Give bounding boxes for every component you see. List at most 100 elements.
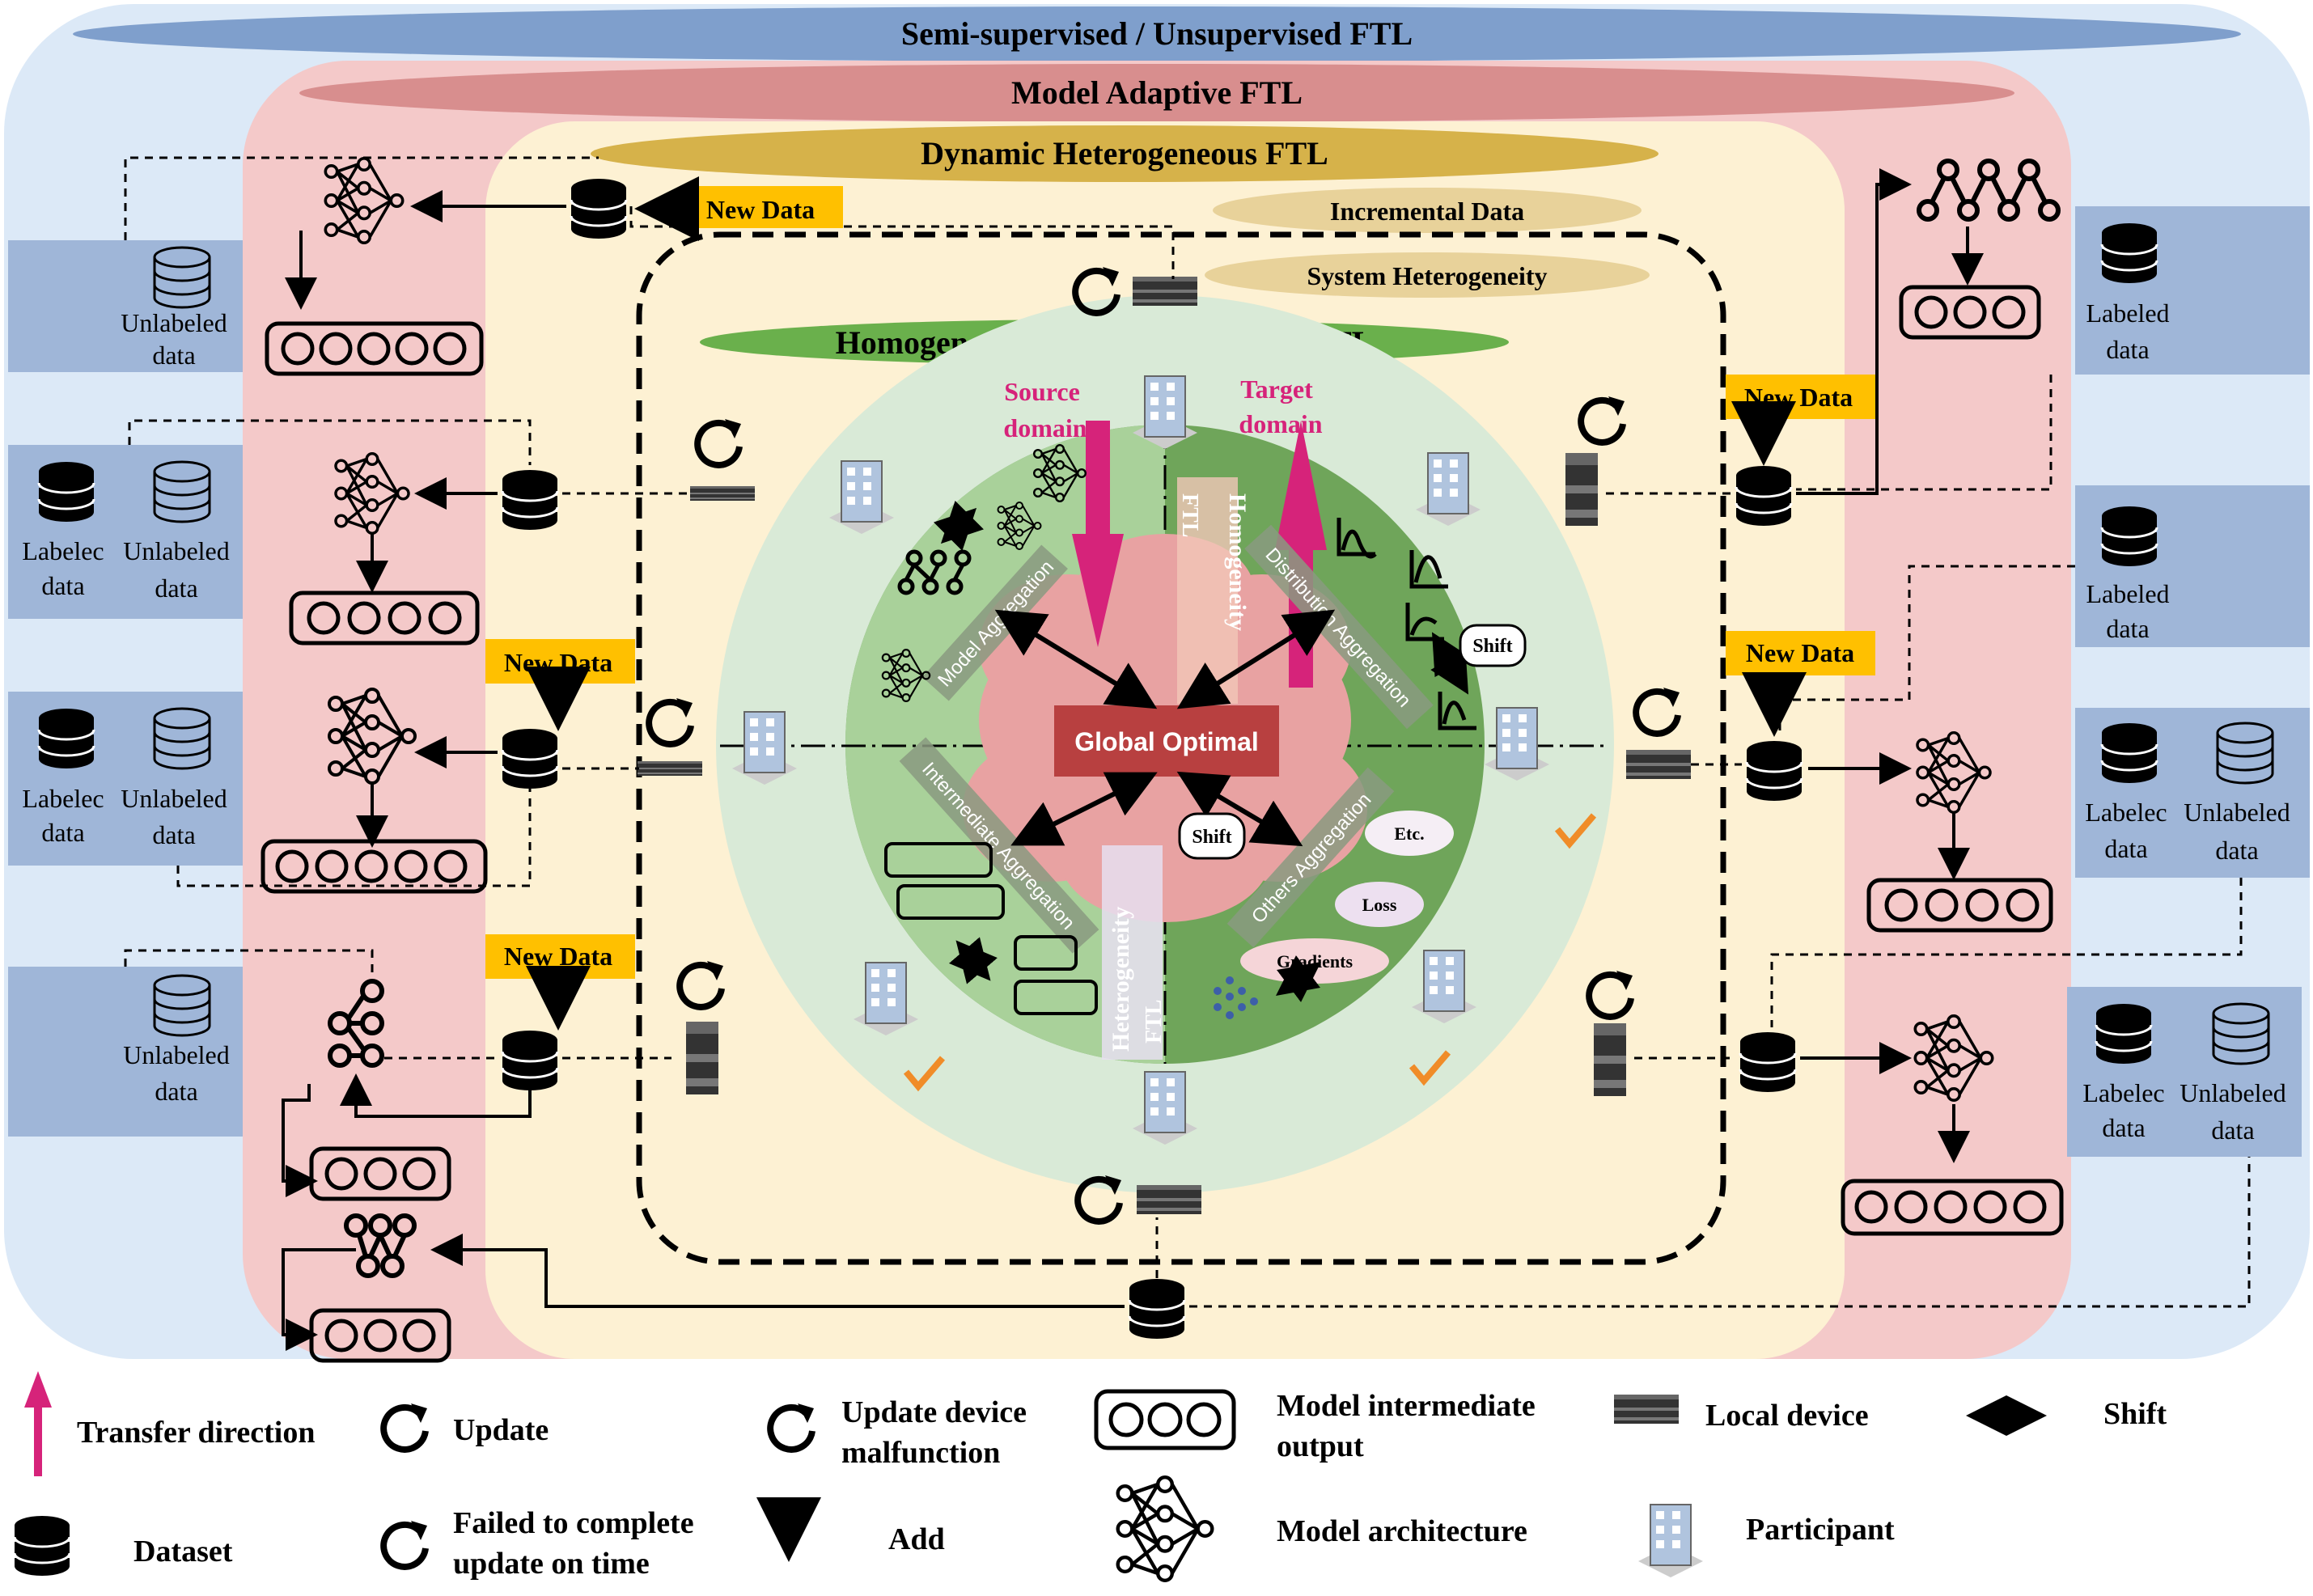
device-icon-right-3: [1594, 1023, 1626, 1096]
device-icon-right-2: [1626, 750, 1691, 779]
legend-update-label: Update: [453, 1413, 549, 1447]
labeled-label-right-1: Labeled: [2086, 298, 2169, 328]
dataset-icon-left-3a: [37, 707, 95, 770]
dataset-icon-flow-left-1: [570, 177, 628, 240]
legend-transfer-direction-label: Transfer direction: [77, 1416, 315, 1450]
loss-label: Loss: [1362, 895, 1397, 915]
unlabeled-data-left-4: data: [155, 1077, 197, 1106]
output-nodes-left-1: [281, 332, 467, 366]
source-domain-label-1: Source: [1004, 377, 1080, 406]
legend-output-box: [1094, 1389, 1236, 1450]
arrow-bottom-to-model: [430, 1234, 1125, 1308]
device-icon-left-1: [690, 486, 755, 501]
homogeneity-ftl-label: FTL: [1177, 493, 1202, 537]
unlabeled-data-right-3: data: [2215, 836, 2258, 865]
legend-dataset-icon: [13, 1514, 71, 1577]
semi-supervised-bar: [73, 6, 2241, 61]
dynamic-heterogeneous-bar: [591, 125, 1658, 182]
legend-transfer-direction-icon: [24, 1371, 52, 1476]
output-box-left-1: [265, 321, 484, 376]
legend-participant-icon: [1637, 1504, 1704, 1578]
target-domain-label-2: domain: [1239, 409, 1322, 438]
legend-failed-update-label-2: update on time: [453, 1547, 650, 1581]
shift-label-bottom: Shift: [1192, 827, 1231, 848]
heterogeneity-ftl-label: FTL: [1142, 1000, 1167, 1044]
output-box-right-2: [1866, 878, 2053, 933]
shift-label-right: Shift: [1472, 636, 1512, 657]
dataset-icon-right-2: [2100, 505, 2158, 568]
arrow-left-loop-4: [282, 1084, 318, 1197]
shift-arrow-gradients: [1276, 955, 1321, 1002]
device-icon-left-3: [686, 1022, 718, 1094]
legend-local-device-label: Local device: [1705, 1399, 1869, 1433]
dataset-icon-flow-left-3: [501, 727, 559, 790]
loss-bubble: [1335, 882, 1424, 927]
new-data-label-3: New Data: [504, 942, 612, 971]
legend-model-output-label-1: Model intermediate: [1277, 1389, 1536, 1423]
labeled-label-right-3: Labelec: [2085, 798, 2167, 827]
center-arrows: [994, 609, 1336, 847]
device-icon-top: [1133, 277, 1197, 306]
target-domain-label-1: Target: [1240, 375, 1313, 404]
legend-model-output-label-2: output: [1277, 1429, 1364, 1463]
dashed-link-left-1: [124, 156, 599, 240]
dataset-icon-right-4a: [2095, 1002, 2153, 1065]
unlabeled-data-right-4: data: [2211, 1116, 2254, 1145]
check-icon-right-bottom: [1409, 1050, 1451, 1086]
output-nodes-left-2: [307, 601, 462, 635]
unlabeled-label-right-4: Unlabeled: [2180, 1078, 2286, 1107]
output-nodes-right-2: [1884, 888, 2040, 922]
dataset-icon-right-1: [2100, 222, 2158, 285]
device-icon-bottom: [1137, 1185, 1201, 1214]
labeled-data-right-3: data: [2104, 834, 2147, 863]
dataset-icon-flow-right-3: [1739, 1031, 1797, 1094]
arrow-data-to-model-right-1: [1796, 168, 1912, 495]
dataset-icon-flow-right-1: [1735, 464, 1793, 527]
dataset-icon-flow-left-2: [501, 468, 559, 531]
dataset-icon-bottom: [1128, 1277, 1186, 1340]
device-icon-right-1: [1565, 453, 1598, 526]
new-data-label-4: New Data: [1744, 383, 1853, 412]
legend-failed-update-icon: [383, 1521, 427, 1567]
intermediate-output-icons: [884, 842, 1098, 1015]
center-w-model-icon: [897, 549, 972, 595]
legend-malfunction-label-2: malfunction: [841, 1436, 1000, 1470]
arrow-bottom-loop: [282, 1248, 356, 1351]
output-box-right-1: [1899, 285, 2041, 340]
labeled-label-left-3: Labelec: [22, 784, 104, 813]
data-panel-left-4: [8, 967, 243, 1137]
dashed-link-top-1: [629, 206, 1175, 279]
labeled-label-right-2: Labeled: [2086, 579, 2169, 608]
output-nodes-left-3: [275, 849, 468, 883]
legend-model-architecture-label: Model architecture: [1277, 1514, 1527, 1548]
legend-model-architecture-icon: [1118, 1477, 1213, 1581]
legend-add-label: Add: [888, 1522, 945, 1556]
share-model-icon-left-4: [328, 979, 384, 1068]
output-nodes-right-1: [1914, 295, 2026, 329]
federation-boundary: [636, 231, 1726, 1265]
shift-badge-right: [1459, 624, 1527, 667]
system-heterogeneity-label: System Heterogeneity: [1307, 261, 1547, 290]
global-optimal-box: [1054, 705, 1279, 777]
new-data-label-1: New Data: [706, 195, 815, 224]
system-heterogeneity-bar: [1205, 252, 1650, 298]
new-data-label-5: New Data: [1746, 638, 1854, 667]
w-model-icon-bottom-left: [344, 1213, 417, 1278]
unlabeled-label-left-1: Unlabeled: [121, 308, 227, 337]
legend-malfunction-icon: [770, 1403, 814, 1450]
unlabeled-label-right-3: Unlabeled: [2184, 798, 2290, 827]
labeled-data-right-1: data: [2106, 335, 2149, 364]
labeled-data-right-4: data: [2102, 1113, 2145, 1142]
new-data-label-2: New Data: [504, 648, 612, 677]
shift-badge-bottom: [1178, 812, 1246, 860]
unlabeled-label-left-3: Unlabeled: [121, 784, 227, 813]
new-data-tag-5: [1726, 631, 1875, 675]
dashed-link-left-2: [128, 419, 532, 465]
legend-malfunction-label-1: Update device: [841, 1395, 1027, 1429]
check-icon-left: [903, 1056, 946, 1092]
output-box-left-3: [261, 839, 488, 894]
labeled-label-left-2: Labelec: [22, 536, 104, 565]
output-box-right-3: [1841, 1179, 2064, 1236]
intermediate-aggregation-band: [899, 737, 1099, 954]
dashed-link-left-3: [176, 789, 532, 887]
